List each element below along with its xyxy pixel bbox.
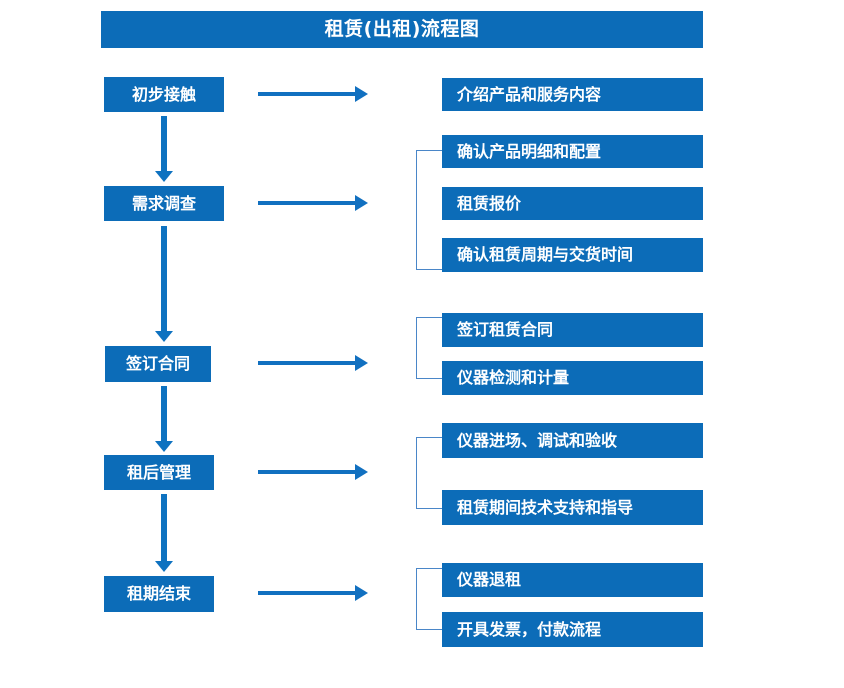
- stage-to-detail-arrow-3: [258, 355, 368, 371]
- arrow-shaft: [258, 92, 356, 96]
- detail-label: 介绍产品和服务内容: [457, 84, 602, 104]
- arrow-head-right-icon: [355, 195, 368, 211]
- flow-arrow-down-2: [153, 226, 175, 342]
- flow-arrow-down-1: [153, 116, 175, 182]
- arrow-shaft: [161, 494, 167, 561]
- stage-label: 初步接触: [131, 84, 196, 104]
- stage-box-post-rental-management[interactable]: 租后管理: [104, 455, 214, 490]
- detail-label: 租赁期间技术支持和指导: [457, 497, 634, 517]
- group-bracket-demand-survey: [416, 150, 442, 270]
- stage-box-demand-survey[interactable]: 需求调查: [104, 186, 224, 221]
- detail-box-technical-support[interactable]: 租赁期间技术支持和指导: [442, 490, 703, 525]
- diagram-title-bar: 租赁(出租)流程图: [101, 11, 703, 48]
- stage-to-detail-arrow-5: [258, 585, 368, 601]
- detail-box-instrument-inspection[interactable]: 仪器检测和计量: [442, 361, 703, 395]
- arrow-shaft: [258, 201, 356, 205]
- stage-box-rental-end[interactable]: 租期结束: [104, 576, 214, 612]
- diagram-title: 租赁(出租)流程图: [324, 18, 480, 40]
- detail-box-invoice-payment[interactable]: 开具发票，付款流程: [442, 612, 703, 647]
- arrow-head-right-icon: [355, 464, 368, 480]
- stage-box-initial-contact[interactable]: 初步接触: [104, 77, 224, 112]
- group-bracket-rental-end: [416, 568, 442, 630]
- arrow-shaft: [258, 361, 356, 365]
- arrow-head-down-icon: [155, 331, 173, 342]
- flow-arrow-down-4: [153, 494, 175, 572]
- stage-label: 租期结束: [126, 584, 191, 603]
- detail-label: 确认租赁周期与交货时间: [457, 245, 634, 264]
- arrow-head-right-icon: [355, 355, 368, 371]
- detail-box-confirm-product-specs[interactable]: 确认产品明细和配置: [442, 135, 703, 168]
- detail-label: 签订租赁合同: [457, 320, 554, 339]
- detail-box-confirm-rental-period[interactable]: 确认租赁周期与交货时间: [442, 238, 703, 272]
- stage-label: 签订合同: [125, 354, 190, 373]
- arrow-shaft: [161, 116, 167, 171]
- detail-label: 仪器检测和计量: [457, 368, 570, 387]
- arrow-shaft: [258, 470, 356, 474]
- group-bracket-post-rental: [416, 437, 442, 509]
- detail-box-sign-rental-contract[interactable]: 签订租赁合同: [442, 313, 703, 347]
- stage-to-detail-arrow-4: [258, 464, 368, 480]
- arrow-shaft: [161, 386, 167, 441]
- detail-box-instrument-delivery[interactable]: 仪器进场、调试和验收: [442, 423, 703, 458]
- arrow-head-right-icon: [355, 585, 368, 601]
- flow-arrow-down-3: [153, 386, 175, 452]
- stage-label: 租后管理: [126, 462, 191, 482]
- stage-label: 需求调查: [131, 193, 196, 213]
- arrow-shaft: [258, 591, 356, 595]
- stage-box-sign-contract[interactable]: 签订合同: [105, 346, 211, 382]
- group-bracket-sign-contract: [416, 317, 442, 379]
- detail-box-instrument-return[interactable]: 仪器退租: [442, 563, 703, 597]
- detail-box-introduce-products[interactable]: 介绍产品和服务内容: [442, 78, 703, 111]
- detail-label: 确认产品明细和配置: [457, 141, 602, 161]
- detail-label: 租赁报价: [457, 193, 522, 213]
- arrow-head-down-icon: [155, 171, 173, 182]
- arrow-head-down-icon: [155, 441, 173, 452]
- arrow-head-right-icon: [355, 86, 368, 102]
- stage-to-detail-arrow-1: [258, 86, 368, 102]
- detail-box-rental-quotation[interactable]: 租赁报价: [442, 187, 703, 220]
- detail-label: 开具发票，付款流程: [457, 619, 602, 639]
- detail-label: 仪器进场、调试和验收: [457, 430, 618, 450]
- stage-to-detail-arrow-2: [258, 195, 368, 211]
- detail-label: 仪器退租: [457, 570, 522, 589]
- arrow-head-down-icon: [155, 561, 173, 572]
- arrow-shaft: [161, 226, 167, 331]
